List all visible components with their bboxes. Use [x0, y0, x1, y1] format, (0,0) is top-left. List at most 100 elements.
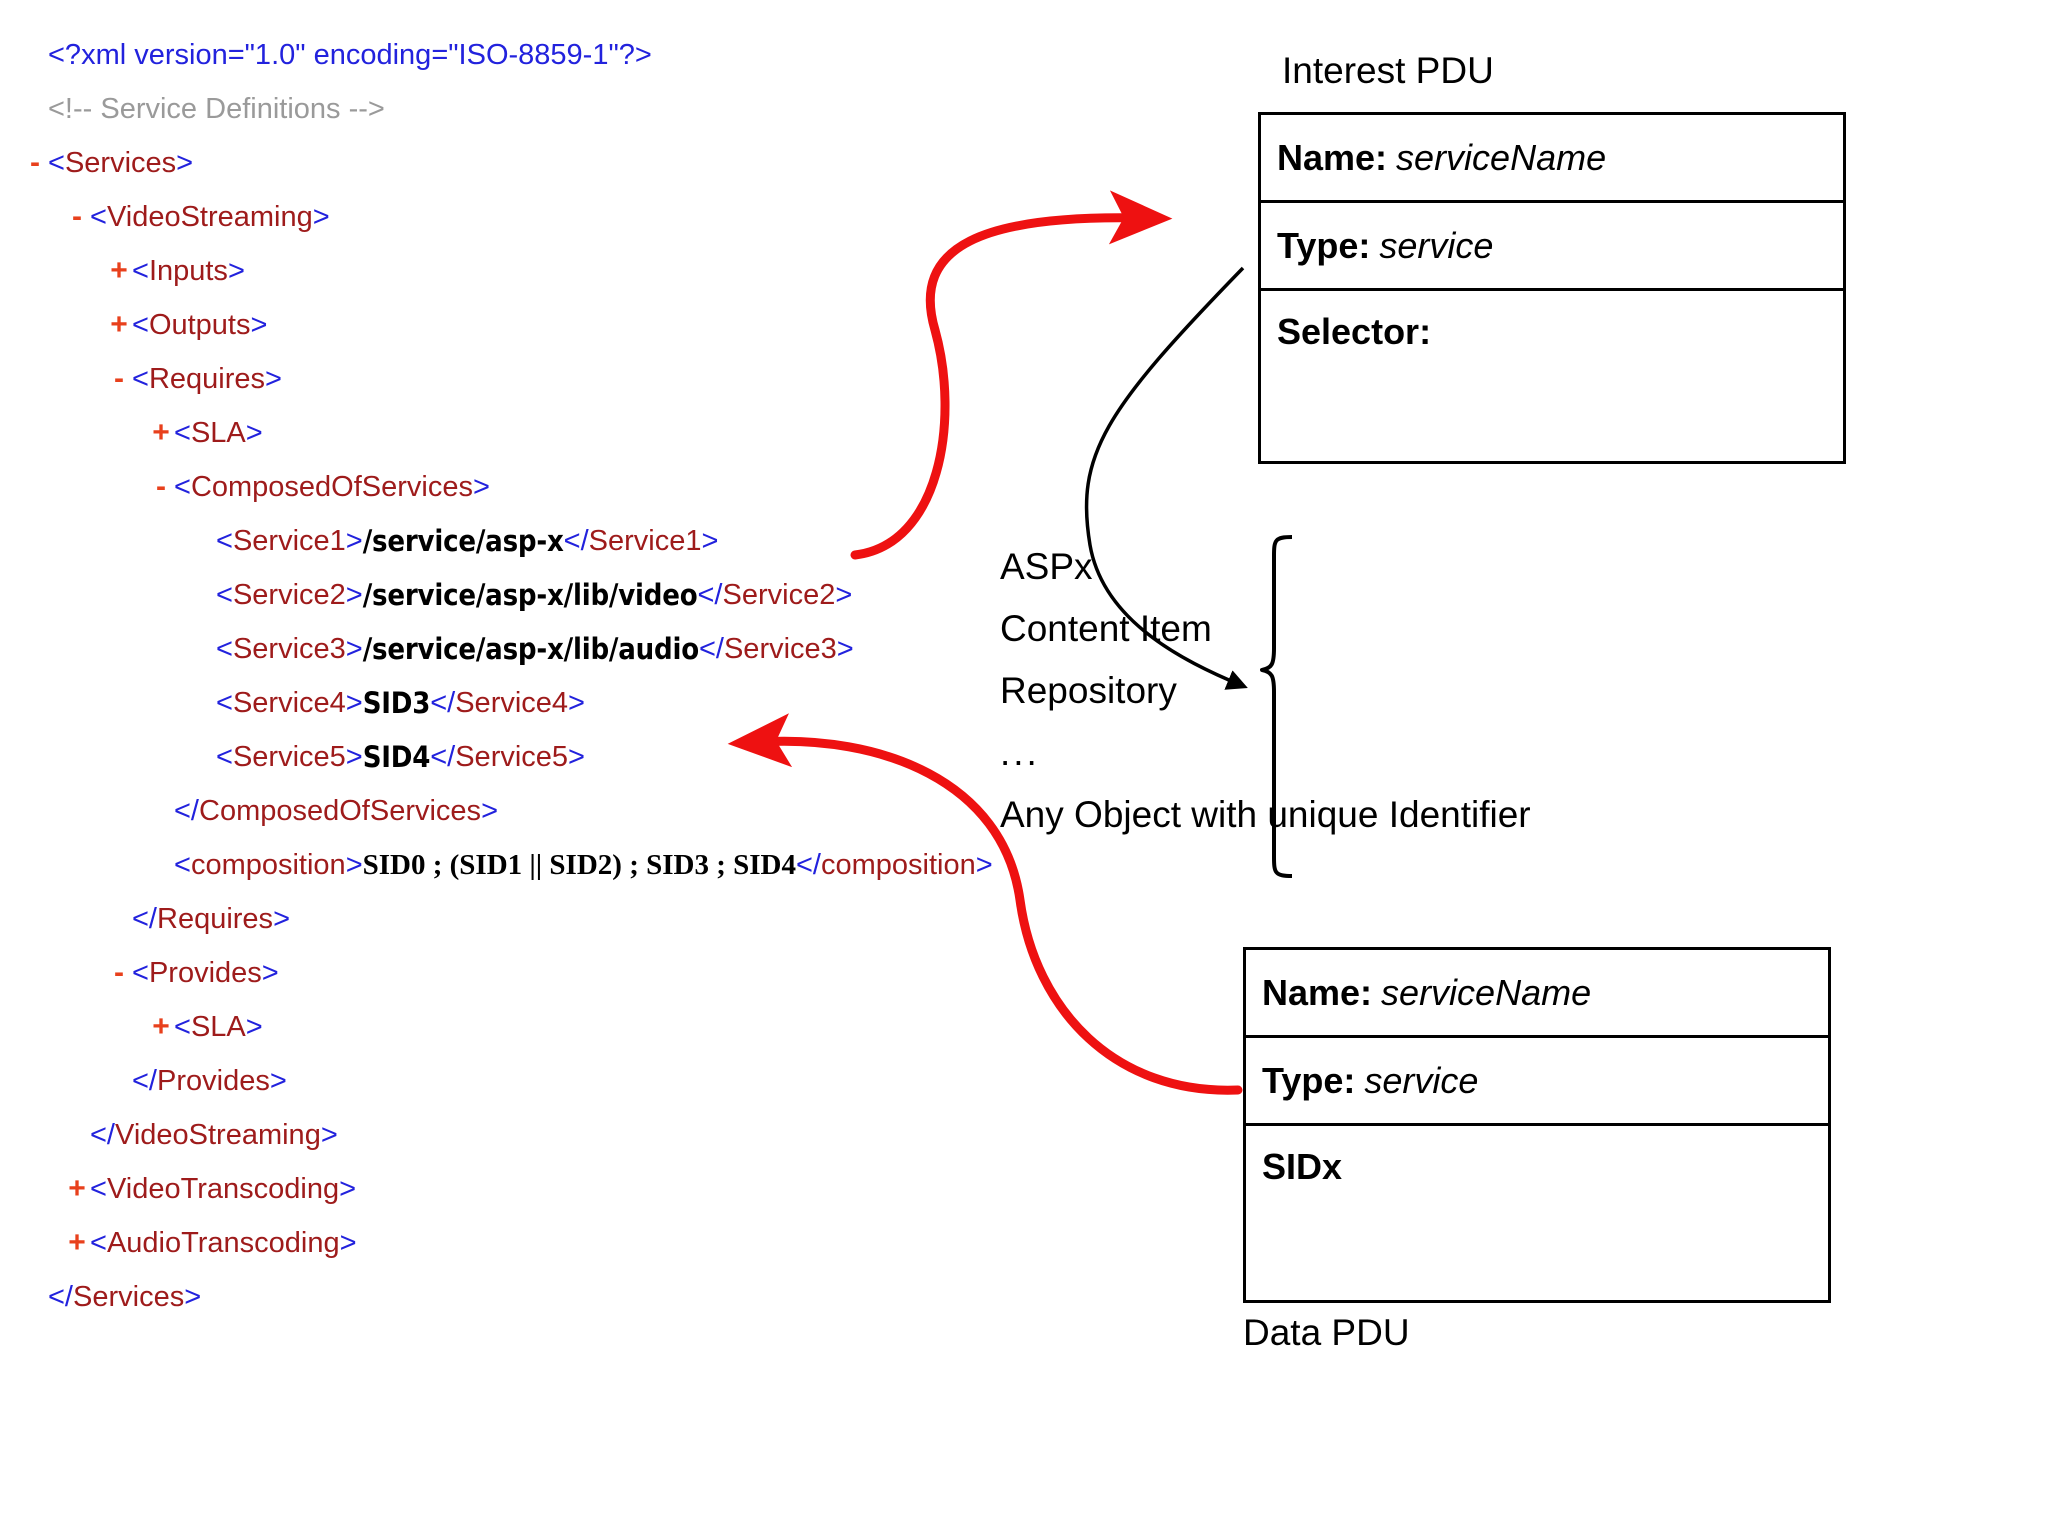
xml-service-definition-tree: <?xml version="1.0" encoding="ISO-8859-1…: [22, 28, 993, 1324]
expand-icon[interactable]: +: [68, 1226, 86, 1259]
xml-tag-name: Requires: [157, 903, 274, 935]
interest-pdu-row-selector: Selector:: [1261, 291, 1843, 373]
xml-tag-name: Service4: [455, 687, 569, 719]
xml-angle-open: <: [90, 1227, 107, 1259]
xml-element-value: SID0 ; (SID1 || SID2) ; SID3 ; SID4: [362, 849, 796, 881]
xml-tag-name: Provides: [148, 957, 262, 989]
interest-pdu-type-key: Type:: [1277, 224, 1371, 266]
xml-angle-open: <: [216, 633, 233, 665]
xml-tag-name: Outputs: [148, 309, 251, 341]
xml-angle-open: </: [174, 795, 199, 827]
object-list-item-4: Any Object with unique Identifier: [1000, 794, 1531, 835]
xml-angle-open: <: [48, 147, 65, 179]
xml-angle-close: >: [835, 579, 853, 611]
xml-line: +<SLA>: [22, 406, 942, 460]
interest-pdu-table: Name: serviceName Type: service Selector…: [1258, 112, 1846, 464]
xml-tag-name: ComposedOfServices: [190, 471, 473, 503]
expand-icon[interactable]: +: [152, 1010, 170, 1043]
xml-line: -<Requires>: [22, 352, 942, 406]
xml-angle-close: >: [701, 525, 719, 557]
xml-line: </Provides>: [22, 1054, 942, 1108]
xml-line: +<Inputs>: [22, 244, 942, 298]
expander-spacer: [148, 850, 174, 880]
xml-line: -<Provides>: [22, 946, 942, 1000]
xml-tag-name: Requires: [148, 363, 265, 395]
xml-angle-close: >: [473, 471, 490, 503]
interest-pdu-selector-key: Selector:: [1277, 311, 1432, 352]
xml-tag-name: Service1: [588, 525, 702, 557]
expand-icon[interactable]: +: [110, 308, 128, 341]
xml-angle-close: >: [273, 903, 290, 935]
xml-tag-name: VideoStreaming: [106, 201, 313, 233]
xml-angle-open: </: [132, 1065, 157, 1097]
data-pdu-type-key: Type:: [1262, 1059, 1356, 1101]
expander-spacer: [22, 94, 48, 124]
xml-line: +<SLA>: [22, 1000, 942, 1054]
xml-line: -<VideoStreaming>: [22, 190, 942, 244]
xml-tag-name: Service2: [232, 579, 346, 611]
xml-angle-close: >: [312, 201, 330, 233]
xml-angle-close: >: [176, 147, 194, 179]
xml-tag-name: Service3: [232, 633, 346, 665]
collapse-icon[interactable]: -: [72, 200, 82, 233]
xml-line: </ComposedOfServices>: [22, 784, 942, 838]
expander-spacer: [148, 796, 174, 826]
xml-angle-close: >: [345, 525, 363, 557]
xml-line: <!-- Service Definitions -->: [22, 82, 942, 136]
xml-line: <composition> SID0 ; (SID1 || SID2) ; SI…: [22, 838, 993, 892]
xml-angle-close: >: [345, 633, 363, 665]
xml-angle-open: </: [132, 903, 157, 935]
xml-line: <Service5>SID4</Service5>: [22, 730, 942, 784]
xml-line: +<VideoTranscoding>: [22, 1162, 942, 1216]
data-pdu-name-key: Name:: [1262, 971, 1373, 1013]
xml-line: </Requires>: [22, 892, 942, 946]
xml-tag-name: ComposedOfServices: [199, 795, 482, 827]
xml-angle-close: >: [836, 633, 854, 665]
xml-line: <Service3>/service/asp-x/lib/audio</Serv…: [22, 622, 942, 676]
expander-spacer: [190, 742, 216, 772]
collapse-icon[interactable]: -: [156, 470, 166, 503]
xml-line: <?xml version="1.0" encoding="ISO-8859-1…: [22, 28, 942, 82]
expander-spacer: [190, 688, 216, 718]
expand-icon[interactable]: +: [110, 254, 128, 287]
xml-tag-name: VideoTranscoding: [106, 1173, 340, 1205]
xml-angle-open: <: [90, 201, 107, 233]
xml-tag-name: Provides: [157, 1065, 270, 1097]
expander-spacer: [22, 40, 48, 70]
expand-icon[interactable]: +: [152, 416, 170, 449]
xml-comment: <!-- Service Definitions -->: [48, 93, 385, 125]
expander-spacer: [190, 526, 216, 556]
expander-spacer: [22, 1282, 48, 1312]
object-list-item-1: Content Item: [1000, 608, 1212, 649]
object-type-list: ASPx Content Item Repository ... Any Obj…: [1000, 536, 1531, 846]
data-pdu-row-sidx: SIDx: [1246, 1126, 1828, 1208]
collapse-icon[interactable]: -: [114, 362, 124, 395]
xml-angle-open: <: [90, 1173, 107, 1205]
expander-spacer: [106, 904, 132, 934]
xml-angle-open: <: [174, 1011, 191, 1043]
collapse-icon[interactable]: -: [30, 146, 40, 179]
xml-tag-name: composition: [820, 849, 976, 881]
data-pdu-row-name: Name: serviceName: [1246, 950, 1828, 1038]
interest-pdu-name-key: Name:: [1277, 136, 1388, 178]
xml-angle-open: <: [132, 957, 149, 989]
xml-tag-name: Service1: [232, 525, 346, 557]
xml-element-value: /service/asp-x/lib/video: [362, 578, 698, 612]
data-pdu-row-type: Type: service: [1246, 1038, 1828, 1126]
xml-angle-close: >: [345, 579, 363, 611]
xml-angle-close: >: [339, 1173, 357, 1205]
xml-angle-close: >: [345, 849, 363, 881]
xml-angle-open: </: [48, 1281, 73, 1313]
expand-icon[interactable]: +: [68, 1172, 86, 1205]
expander-spacer: [106, 1066, 132, 1096]
xml-angle-open: <: [132, 309, 149, 341]
xml-angle-open: <: [132, 255, 149, 287]
xml-line: -<Services>: [22, 136, 942, 190]
collapse-icon[interactable]: -: [114, 956, 124, 989]
xml-tag-name: composition: [190, 849, 346, 881]
xml-tag-name: Service4: [232, 687, 346, 719]
xml-tag-name: AudioTranscoding: [106, 1227, 340, 1259]
expander-spacer: [190, 580, 216, 610]
data-pdu-name-value: serviceName: [1381, 971, 1592, 1013]
